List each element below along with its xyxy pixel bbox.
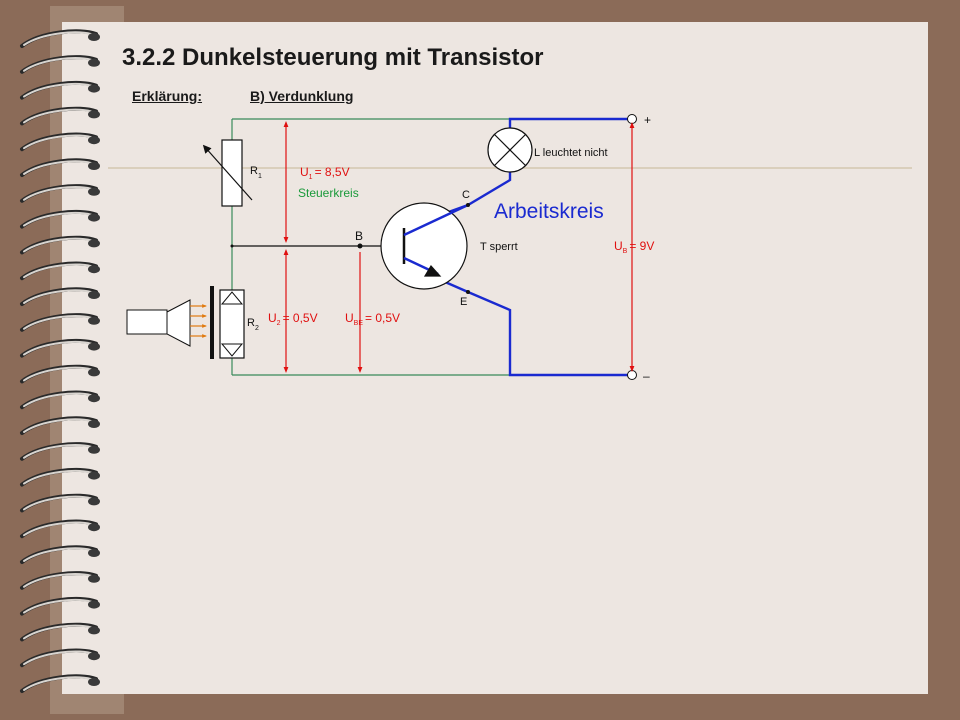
ube-label: UBE= 0,5V: [345, 311, 400, 327]
spiral-ring: [20, 519, 100, 539]
r1-node: [230, 244, 234, 248]
spiral-ring: [20, 442, 100, 461]
emitter-label: E: [460, 296, 467, 308]
section-label: Erklärung:: [132, 88, 203, 104]
minus-label: –: [643, 369, 650, 383]
control-wires: [231, 118, 510, 376]
plus-terminal: [627, 114, 637, 124]
ub-label: UB= 9V: [614, 239, 654, 255]
spiral-ring: [20, 287, 100, 306]
r2-ldr: [210, 286, 245, 359]
flashlight-icon: [126, 299, 191, 347]
r1-resistor: [221, 139, 243, 207]
spiral-ring: [20, 29, 100, 48]
spiral-ring: [20, 545, 100, 564]
spiral-ring: [20, 596, 100, 616]
light-rays: [190, 304, 207, 338]
u2-label: U2= 0,5V: [268, 311, 318, 327]
plus-label: +: [644, 113, 651, 127]
r2-label: R2: [247, 317, 259, 332]
spiral-ring: [20, 261, 100, 281]
spiral-ring: [20, 648, 100, 668]
spiral-ring: [20, 55, 100, 74]
spiral-ring: [20, 80, 100, 100]
voltage-arrows: [283, 121, 635, 373]
spiral-ring: [20, 674, 100, 693]
spiral-ring: [20, 571, 100, 590]
spiral-ring: [20, 132, 100, 152]
subtitle: B) Verdunklung: [250, 88, 354, 104]
spiral-ring: [20, 416, 100, 435]
base-node: [357, 243, 363, 249]
steuerkreis-label: Steuerkreis: [298, 186, 359, 200]
spiral-ring: [20, 467, 100, 487]
page-title: 3.2.2 Dunkelsteuerung mit Transistor: [122, 44, 544, 71]
lamp-label: L leuchtet nicht: [534, 147, 608, 159]
spiral-ring: [20, 390, 100, 410]
lamp-icon: [487, 127, 533, 173]
r1-wiper-arrow: [202, 144, 253, 201]
emitter-node: [466, 290, 470, 294]
arbeitskreis-label: Arbeitskreis: [494, 200, 604, 223]
collector-label: C: [462, 189, 470, 201]
spiral-ring: [20, 364, 100, 384]
transistor-label: T sperrt: [480, 241, 518, 253]
spiral-ring: [20, 235, 100, 255]
spiral-ring: [20, 209, 100, 229]
transistor-icon: [380, 202, 469, 290]
u1-label: U1= 8,5V: [300, 165, 350, 181]
spiral-ring: [20, 106, 100, 126]
spiral-ring: [20, 184, 100, 203]
base-label: B: [355, 229, 363, 243]
minus-terminal: [627, 370, 637, 380]
spiral-ring: [20, 338, 100, 358]
spiral-binding: [20, 29, 100, 693]
spiral-ring: [20, 158, 100, 177]
spiral-ring: [20, 493, 100, 513]
spiral-ring: [20, 622, 100, 642]
collector-node: [466, 203, 470, 207]
r1-label: R1: [250, 165, 262, 180]
spiral-ring: [20, 313, 100, 332]
